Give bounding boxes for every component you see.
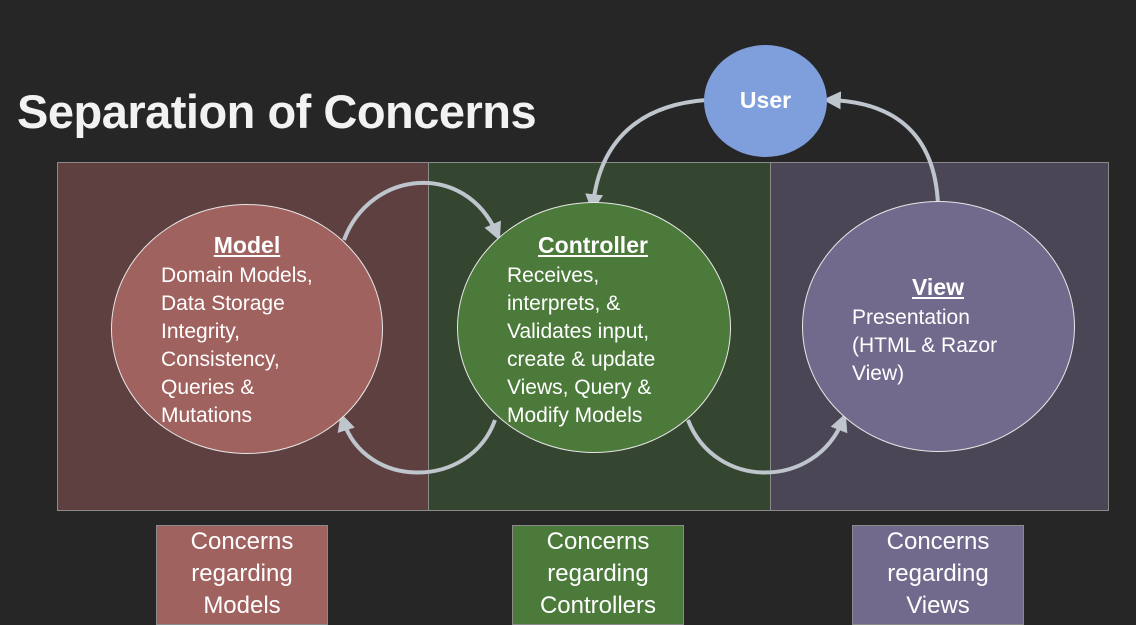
model-heading: Model	[213, 232, 281, 258]
user-label: User	[739, 87, 792, 113]
controller-line: Receives,	[507, 264, 600, 287]
concern-line: regarding	[191, 560, 293, 587]
concern-line: Models	[203, 592, 281, 619]
controller-node	[457, 202, 731, 453]
arrow-controller-to-view	[686, 413, 848, 475]
concerns-views-box: Concerns regarding Views	[852, 525, 1024, 625]
concerns-controllers-box: Concerns regarding Controllers	[512, 525, 684, 625]
arrow-user-to-controller	[585, 98, 707, 213]
concern-line: Concerns	[546, 528, 650, 555]
page-title: Separation of Concerns	[17, 85, 537, 138]
view-line: View)	[852, 362, 905, 385]
model-line: Queries &	[161, 376, 255, 399]
concern-line: Concerns	[886, 528, 990, 555]
concerns-models-box: Concerns regarding Models	[156, 525, 328, 625]
controller-line: Validates input,	[507, 320, 650, 343]
controller-description: Receives, interprets, & Validates input,…	[507, 262, 655, 430]
user-node	[704, 45, 827, 157]
concern-line: Concerns	[190, 528, 294, 555]
model-node	[111, 204, 383, 454]
arrow-controller-to-model	[337, 413, 497, 475]
model-line: Domain Models,	[161, 264, 313, 287]
arrow-view-to-user	[822, 91, 940, 206]
concern-line: regarding	[887, 560, 989, 587]
model-line: Mutations	[161, 404, 253, 427]
controller-line: Views, Query &	[507, 376, 652, 399]
concern-line: Views	[906, 592, 970, 619]
model-line: Data Storage	[161, 292, 285, 315]
view-line: (HTML & Razor	[852, 334, 998, 357]
model-line: Consistency,	[161, 348, 280, 371]
model-description: Domain Models, Data Storage Integrity, C…	[161, 262, 313, 430]
arrow-model-to-controller	[342, 181, 501, 241]
view-heading: View	[912, 274, 964, 300]
controller-heading: Controller	[538, 232, 648, 258]
controller-line: interprets, &	[507, 292, 621, 315]
controller-line: Modify Models	[507, 404, 643, 427]
view-line: Presentation	[852, 306, 970, 329]
concern-line: Controllers	[539, 592, 657, 619]
model-line: Integrity,	[161, 320, 240, 343]
view-description: Presentation (HTML & Razor View)	[852, 304, 997, 388]
concern-line: regarding	[547, 560, 649, 587]
view-node	[802, 201, 1075, 452]
controller-line: create & update	[507, 348, 656, 371]
